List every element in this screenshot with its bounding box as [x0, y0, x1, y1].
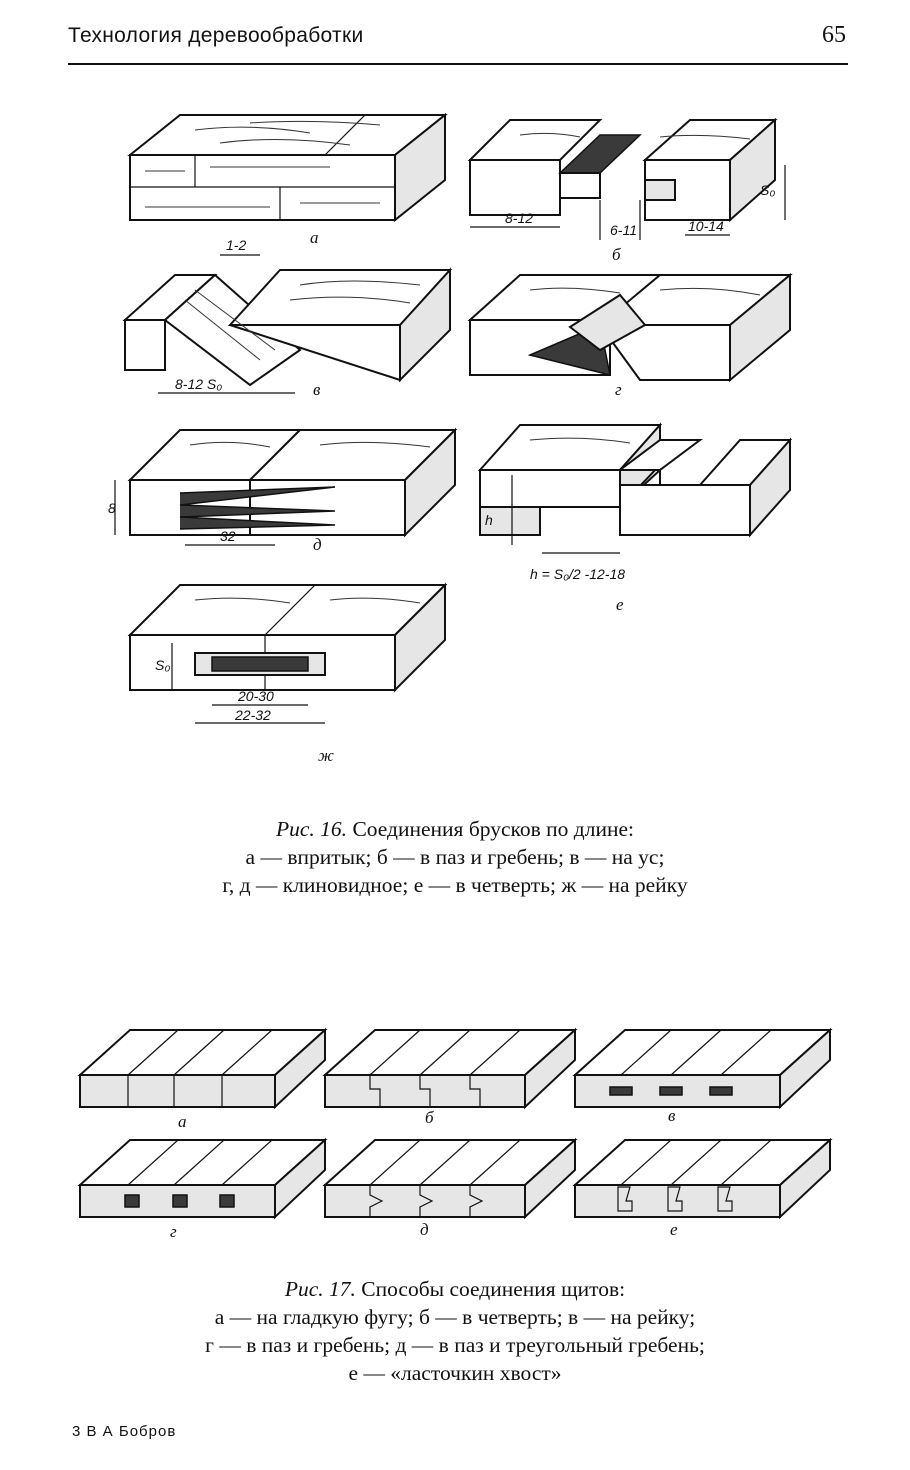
running-title: Технология деревообработки: [68, 24, 364, 47]
page-number: 65: [822, 22, 846, 48]
fig16-d-dim-len: 32: [220, 528, 236, 544]
fig16-caption-title: Соединения брусков по длине:: [352, 817, 634, 841]
fig16-caption-line1: а — впритык; б — в паз и гребень; в — на…: [245, 845, 665, 869]
fig16-label-d: д: [313, 535, 322, 554]
fig16-e-dim-h: h: [485, 512, 493, 528]
fig16-b-dim-left: 8-12: [505, 210, 533, 226]
header-rule: [68, 63, 848, 65]
fig16-b-dim-mid: 6-11: [610, 222, 637, 238]
fig17-label-a: а: [178, 1112, 187, 1131]
signature-mark: 3 В А Бобров: [72, 1423, 177, 1440]
fig17-caption-line1: а — на гладкую фугу; б — в четверть; в —…: [214, 1305, 696, 1329]
fig16-e-formula: h = S₀/2 -12-18: [530, 566, 625, 582]
fig16-b-dim-thick: S₀: [760, 182, 775, 198]
fig17-label-e: е: [670, 1220, 678, 1239]
fig16-caption-line2: г, д — клиновидное; е — в четверть; ж — …: [222, 873, 688, 897]
fig16-label-a: а: [310, 228, 319, 247]
fig16-d-dim-h: 8: [108, 500, 116, 516]
fig17-label-b: б: [425, 1108, 434, 1127]
figure-17: а б в г: [70, 1015, 850, 1245]
fig17-v-spline-joint: в: [572, 1027, 833, 1125]
fig16-b-tongue-groove: 8-12 6-11 10-14 S₀ б: [467, 117, 786, 264]
fig17-b-rabbet-joint: б: [322, 1027, 578, 1127]
fig16-zh-dim-inner: 20-30: [237, 688, 274, 704]
fig16-label-v: в: [313, 380, 321, 399]
fig16-label-zh: ж: [318, 746, 334, 765]
fig17-label-g: г: [170, 1222, 177, 1241]
fig17-caption-line3: е — «ласточкин хвост»: [348, 1361, 562, 1385]
figure-17-drawing: а б в г: [77, 1027, 833, 1241]
fig17-label-d: д: [420, 1220, 429, 1239]
fig16-v-scarf-joint: 1-2 8-12 S₀ в: [122, 237, 453, 399]
figure-17-caption: Рис. 17. Способы соединения щитов: а — н…: [60, 1275, 850, 1387]
fig16-d-finger-joint: 8 32 д: [108, 427, 458, 554]
fig16-caption-name: Рис. 16.: [276, 817, 348, 841]
fig16-label-e: е: [616, 595, 624, 614]
fig17-caption-title-line: Рис. 17. Способы соединения щитов:: [60, 1275, 850, 1303]
fig16-zh-dim-outer: 22-32: [234, 707, 271, 723]
fig17-label-v: в: [668, 1106, 676, 1125]
fig16-a-butt-joint: а: [127, 112, 448, 247]
fig17-d-triangle-tongue: д: [322, 1137, 578, 1239]
fig17-caption-name: Рис. 17.: [284, 1277, 356, 1301]
fig16-e-lap-joint: h h = S₀/2 -12-18 е: [477, 422, 793, 614]
figure-16: а 8-12 6-11 10-14 S₀ б: [100, 95, 820, 775]
fig16-b-dim-right: 10-14: [688, 218, 724, 234]
fig16-zh-dim-thick: S₀: [155, 657, 170, 673]
running-header: Технология деревообработки 65: [68, 22, 848, 58]
fig16-g-wedge-joint: г: [467, 272, 793, 399]
fig17-caption-title: Способы соединения щитов:: [361, 1277, 626, 1301]
fig17-a-smooth-joint: а: [77, 1027, 328, 1131]
fig16-v-dim-len: 8-12 S₀: [175, 376, 222, 392]
fig16-label-g: г: [615, 380, 622, 399]
fig17-g-tongue-groove: г: [77, 1137, 328, 1241]
figure-16-drawing: а 8-12 6-11 10-14 S₀ б: [108, 112, 793, 765]
fig16-label-b: б: [612, 245, 621, 264]
fig16-caption-title-line: Рис. 16. Соединения брусков по длине:: [60, 815, 850, 843]
figure-16-caption: Рис. 16. Соединения брусков по длине: а …: [60, 815, 850, 899]
fig16-v-dim-gap: 1-2: [226, 237, 246, 253]
fig16-zh-spline-joint: S₀ 20-30 22-32 ж: [127, 582, 448, 765]
fig17-e-dovetail: е: [572, 1137, 833, 1239]
fig17-caption-line2: г — в паз и гребень; д — в паз и треугол…: [205, 1333, 705, 1357]
